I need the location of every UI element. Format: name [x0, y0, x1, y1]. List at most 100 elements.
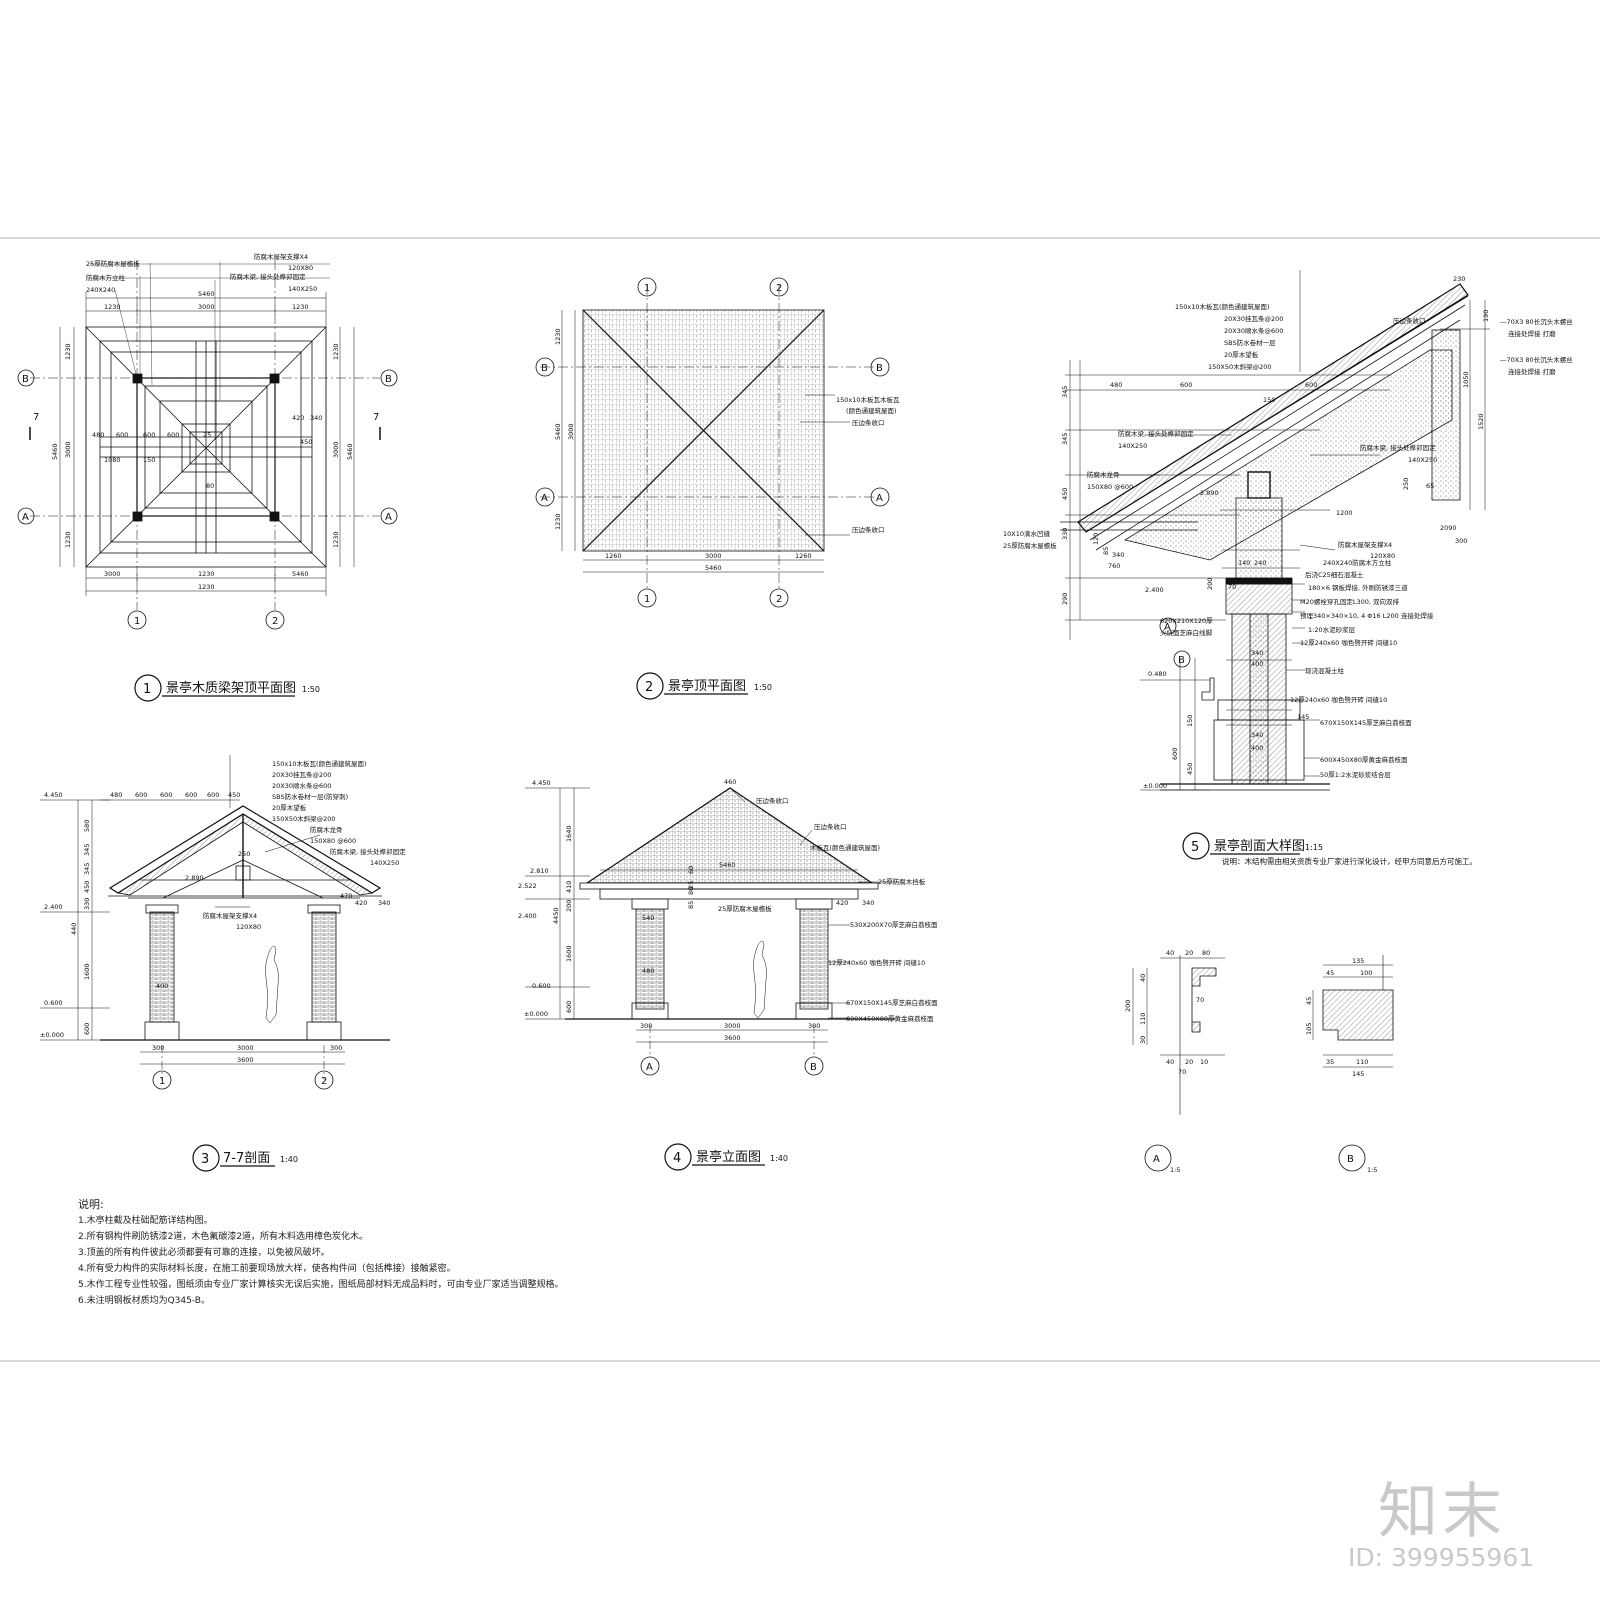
- dim: 1600: [565, 945, 573, 962]
- level: 0.480: [1148, 670, 1167, 678]
- level: 2.890: [185, 874, 204, 882]
- label: 连接处焊接 打磨: [1508, 367, 1556, 376]
- level: 2.400: [518, 912, 537, 920]
- dim: 600: [143, 431, 155, 439]
- label: 压边条收口: [814, 822, 847, 831]
- dim: 45: [1326, 969, 1334, 977]
- note-item: 5.木作工程专业性较强，图纸须由专业厂家计算核实无误后实施，图纸局部材料无成品料…: [78, 1280, 564, 1290]
- dim: 580: [83, 820, 91, 832]
- dim: 600: [167, 431, 179, 439]
- axis-label: B: [810, 1062, 817, 1073]
- dim: 5460: [51, 443, 59, 460]
- dim: 420: [292, 414, 304, 422]
- dim: 20: [1185, 949, 1193, 957]
- label: 后浇C25细石混凝土: [1305, 570, 1364, 579]
- level: 4.450: [44, 791, 63, 799]
- dim: 5460: [198, 290, 215, 298]
- label: 140X250: [370, 859, 399, 867]
- dim: 250: [238, 850, 250, 858]
- dim: 5460: [719, 861, 736, 869]
- drawing-1-roof-frame-plan: [17, 260, 398, 702]
- label: 180×6 钢板焊接, 外刷防锈漆三道: [1308, 583, 1408, 592]
- drawing-scale: 1:50: [302, 685, 320, 694]
- dim: 760: [1108, 562, 1120, 570]
- label: 50厚1:2水泥砂浆结合层: [1320, 770, 1391, 779]
- label: 25厚防腐木屋檐板: [1003, 541, 1057, 550]
- dim: 5460: [554, 423, 562, 440]
- drawing-note: 说明：木结构需由相关资质专业厂家进行深化设计，经甲方同意后方可施工。: [1222, 856, 1477, 866]
- dim: 80: [1202, 949, 1210, 957]
- level: ±0.000: [1143, 782, 1167, 790]
- label: 240X240: [86, 286, 115, 294]
- label: 压边条收口: [852, 525, 885, 534]
- axis-label: 1: [134, 616, 140, 627]
- label: 木板瓦(颜色通建筑屋面): [810, 843, 880, 852]
- drawing-scale: 1:15: [1305, 843, 1323, 852]
- label: 连接处焊接 打磨: [1508, 329, 1556, 338]
- dim: 450: [1061, 488, 1069, 500]
- dim: 40: [1166, 1058, 1174, 1066]
- dim: 10: [1200, 1058, 1208, 1066]
- dim: 345: [1061, 433, 1069, 445]
- dim: 450: [1186, 763, 1194, 775]
- drawing-3-text: 150x10木板瓦(颜色通建筑屋面) 20X30挂瓦条@200 20X30顺水条…: [40, 759, 406, 1167]
- dim: 300: [808, 1022, 820, 1030]
- dim: 3000: [567, 423, 575, 440]
- detail-tag: A: [1153, 1154, 1160, 1165]
- label: 120X80: [236, 923, 261, 931]
- dim: 1230: [554, 513, 562, 530]
- dim: 300: [640, 1022, 652, 1030]
- drawing-number: 5: [1191, 840, 1199, 855]
- dim: 145: [1352, 1070, 1364, 1078]
- detail-scale: 1:5: [1367, 1166, 1377, 1174]
- label: 140X250: [1118, 442, 1147, 450]
- dim: 290: [1061, 593, 1069, 605]
- dim: 540: [642, 914, 654, 922]
- level: 4.450: [532, 779, 551, 787]
- label: 20厚木望板: [272, 803, 307, 812]
- dim: 1520: [1477, 413, 1485, 430]
- label: 670X150X145厚芝麻白荔枝面: [1320, 718, 1412, 727]
- axis-label: 1: [159, 1076, 165, 1087]
- dim: 400: [156, 982, 168, 990]
- level: 2.400: [44, 903, 63, 911]
- label: —70X3 80长沉头木螺丝: [1500, 317, 1573, 326]
- label: 150x10木板瓦(颜色通建筑屋面): [1175, 302, 1270, 311]
- label: 20厚木望板: [1224, 350, 1259, 359]
- dim: 3600: [237, 1056, 254, 1064]
- dim: 1230: [554, 328, 562, 345]
- dim: 450: [83, 881, 91, 893]
- dim: 145: [1297, 713, 1309, 721]
- label: 620X210X120厚: [1160, 617, 1213, 625]
- drawing-number: 2: [645, 680, 653, 695]
- dim: 600: [185, 791, 197, 799]
- dim: 190: [1482, 310, 1490, 322]
- drawing-scale: 1:40: [770, 1154, 788, 1163]
- dim: 1230: [292, 303, 309, 311]
- dim: 400: [1251, 744, 1263, 752]
- dim: 340: [862, 899, 874, 907]
- dim: 340: [1251, 731, 1263, 739]
- notes-heading: 说明:: [78, 1198, 104, 1211]
- note-item: 6.未注明钢板材质均为Q345-B。: [78, 1296, 210, 1306]
- dim: 20: [1185, 1058, 1193, 1066]
- axis-label: 2: [321, 1076, 327, 1087]
- dim: 1230: [104, 303, 121, 311]
- dim: 3000: [724, 1022, 741, 1030]
- label: 150X50木斜梁@200: [1208, 362, 1272, 371]
- dim: 4450: [552, 907, 560, 924]
- watermark-id: ID: 399955961: [1348, 1543, 1535, 1572]
- dim: 70: [1196, 996, 1204, 1004]
- level: ±0.000: [40, 1031, 64, 1039]
- label: M20螺栓穿孔固定L300, 双向双排: [1300, 597, 1400, 606]
- dim: 330: [83, 898, 91, 910]
- dim: 105: [1305, 1023, 1313, 1035]
- dim: 340: [310, 414, 322, 422]
- dim: 200: [1124, 1000, 1132, 1012]
- drawing-title: 7-7剖面: [223, 1151, 270, 1166]
- dim: 1260: [605, 552, 622, 560]
- dim: 5460: [292, 570, 309, 578]
- dim: 600: [565, 1001, 573, 1013]
- axis-label: A: [22, 512, 29, 523]
- label: 防腐木屋架支撑X4: [254, 252, 308, 261]
